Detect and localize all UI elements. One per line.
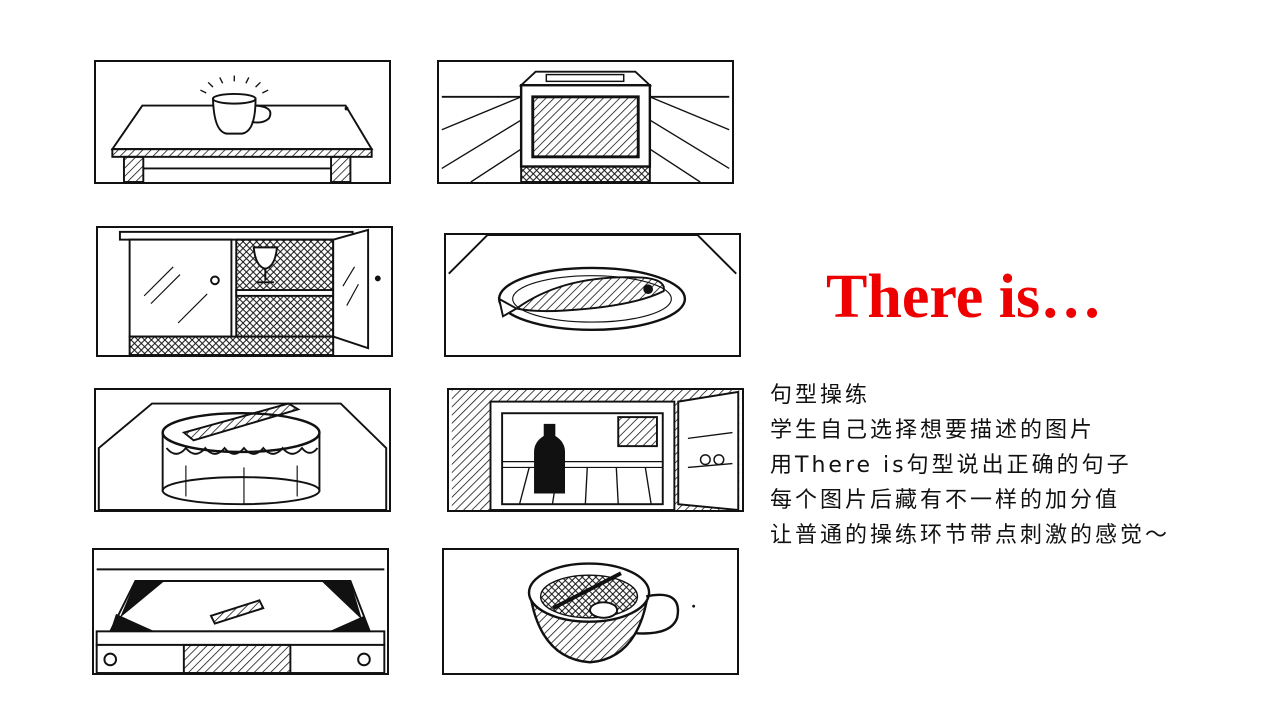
tv-set-icon <box>441 70 730 182</box>
notes-line: 让普通的操练环节带点刺激的感觉～ <box>770 523 1171 548</box>
fish-on-plate-icon <box>448 235 737 332</box>
spoon-in-cup-icon <box>527 562 696 664</box>
picture-cake[interactable] <box>94 388 391 512</box>
cup-on-table-icon <box>110 75 374 182</box>
picture-fridge[interactable] <box>447 388 744 512</box>
notes-line: 句型操练 <box>770 383 871 408</box>
slide-title: There is… <box>826 263 1103 331</box>
picture-pencil-on-desk[interactable] <box>92 548 389 675</box>
notes-line: 用There is句型说出正确的句子 <box>770 453 1132 478</box>
picture-cup-on-table[interactable] <box>94 60 391 184</box>
picture-spoon-in-cup[interactable] <box>442 548 739 675</box>
notes-line: 每个图片后藏有不一样的加分值 <box>770 488 1121 513</box>
picture-tv-set[interactable] <box>437 60 734 184</box>
picture-fish-on-plate[interactable] <box>444 233 741 357</box>
fridge-with-bottle-icon <box>451 390 740 510</box>
cake-with-knife-icon <box>97 402 388 510</box>
picture-cupboard[interactable] <box>96 226 393 357</box>
practice-notes: 句型操练 学生自己选择想要描述的图片 用There is句型说出正确的句子 每个… <box>770 378 1270 553</box>
pencil-on-desk-icon <box>95 568 386 673</box>
notes-line: 学生自己选择想要描述的图片 <box>770 418 1096 443</box>
cupboard-with-glass-icon <box>118 228 381 355</box>
